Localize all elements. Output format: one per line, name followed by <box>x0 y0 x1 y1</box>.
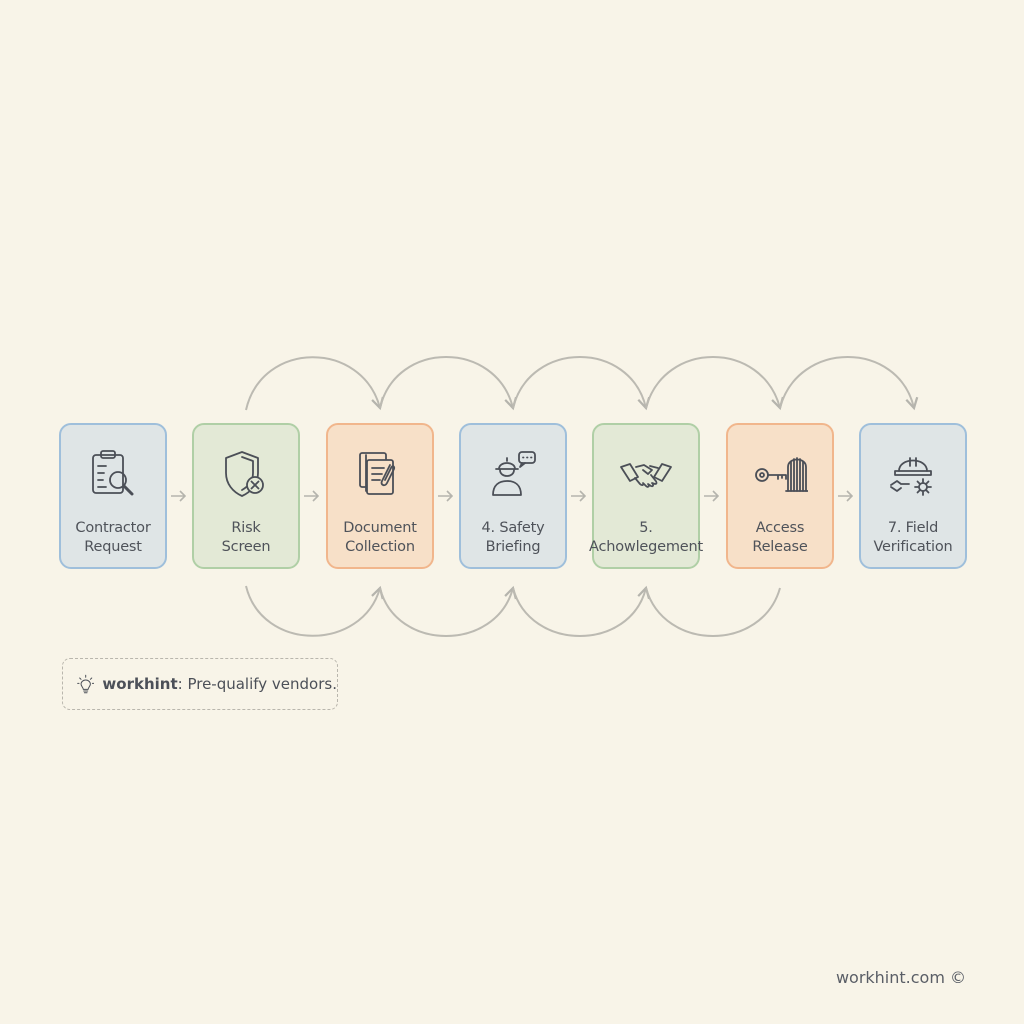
arrow-right-icon <box>171 490 187 502</box>
step-acknowledgement: 5. Achowlegement <box>589 423 703 569</box>
key-gate-icon <box>755 457 808 492</box>
step-label: Access Release <box>752 520 808 555</box>
helmet-gears-icon <box>890 457 932 496</box>
step-risk-screen: Risk Screen <box>192 423 300 569</box>
document-clip-icon <box>359 452 396 495</box>
step-label: Contractor Request <box>75 520 151 555</box>
clipboard-search-icon <box>92 450 134 496</box>
step-contractor-request: Contractor Request <box>59 423 167 569</box>
footer-credit: workhint.com © <box>835 968 966 987</box>
shield-x-icon <box>225 451 264 497</box>
step-access-release: Access Release <box>726 423 834 569</box>
hint-text: : Pre-qualify vendors. <box>177 675 337 693</box>
arrow-right-icon <box>304 490 320 502</box>
step-document-collection: Document Collection <box>326 423 434 569</box>
bottom-arc-4 <box>645 587 781 637</box>
hint-callout: workhint: Pre-qualify vendors. <box>62 658 338 710</box>
step-label: Risk Screen <box>221 520 271 555</box>
top-arc-4 <box>645 356 784 411</box>
handshake-icon <box>620 463 672 488</box>
arrow-right-icon <box>571 490 587 502</box>
step-safety-briefing: 4. Safety Briefing <box>459 423 567 569</box>
bottom-arc-2 <box>379 585 517 637</box>
lightbulb-icon <box>77 674 95 694</box>
top-arc-3 <box>512 356 651 411</box>
hint-brand: workhint <box>102 675 178 693</box>
bottom-arc-3 <box>512 585 651 637</box>
top-arc-1 <box>245 356 384 411</box>
step-label: 7. Field Verification <box>873 520 953 555</box>
arrow-right-icon <box>838 490 854 502</box>
top-arc-5 <box>779 356 919 411</box>
step-label: 4. Safety Briefing <box>481 520 545 555</box>
top-arc-2 <box>379 356 518 411</box>
step-label: Document Collection <box>343 520 417 555</box>
arrow-right-icon <box>438 490 454 502</box>
step-field-verification: 7. Field Verification <box>859 423 967 569</box>
bottom-arc-1 <box>245 585 384 637</box>
step-label: 5. Achowlegement <box>589 520 703 555</box>
arrow-right-icon <box>704 490 720 502</box>
worker-speech-icon <box>492 451 536 496</box>
